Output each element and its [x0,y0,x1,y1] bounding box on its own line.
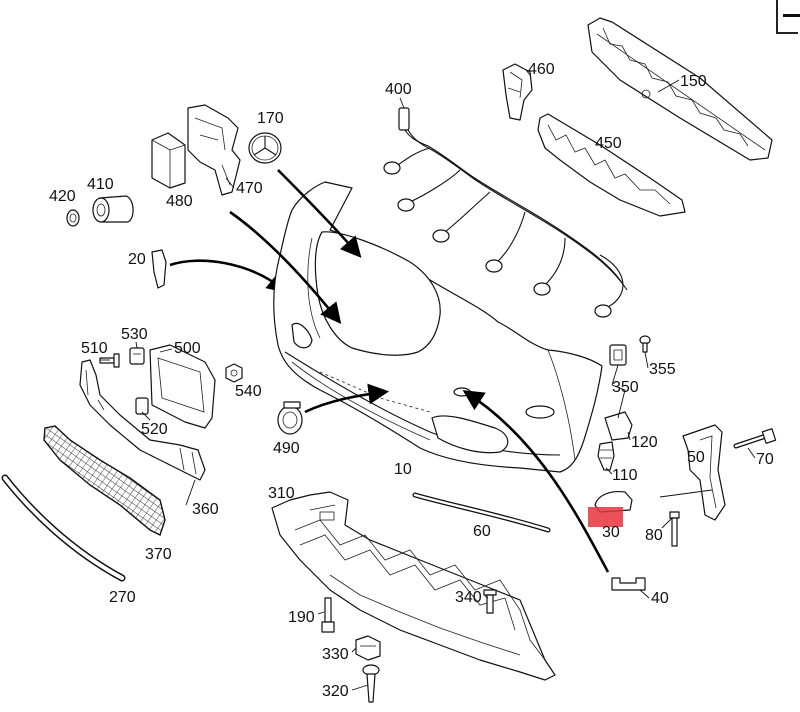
part-80-screw [669,511,680,547]
callout-355[interactable]: 355 [649,361,676,378]
part-40-clip [611,577,646,591]
callout-420[interactable]: 420 [49,188,76,205]
callout-350[interactable]: 350 [612,379,639,396]
callout-510[interactable]: 510 [81,340,108,357]
part-110-clip [597,441,615,471]
callout-400[interactable]: 400 [385,81,412,98]
callout-410[interactable]: 410 [87,176,114,193]
part-320-screw [362,664,380,703]
callout-310[interactable]: 310 [268,485,295,502]
part-540-nut [225,363,243,383]
callout-80[interactable]: 80 [645,527,663,544]
arrow-170-to-bumper [277,169,362,258]
callouts: 150 460 400 170 450 470 410 420 480 20 5… [49,61,774,700]
part-120-bracket [604,411,633,441]
callout-60[interactable]: 60 [473,523,491,540]
callout-340[interactable]: 340 [455,589,482,606]
callout-460[interactable]: 460 [528,61,555,78]
callout-330[interactable]: 330 [322,646,349,663]
part-355-screw [639,335,651,353]
callout-10[interactable]: 10 [394,461,412,478]
callout-370[interactable]: 370 [145,546,172,563]
part-360-grille-frame [79,359,206,481]
part-30-cover-cap [594,490,633,513]
callout-500[interactable]: 500 [174,340,201,357]
highlight-part-30 [588,507,623,527]
part-520-clip [135,397,149,415]
callout-110[interactable]: 110 [612,467,638,484]
callout-540[interactable]: 540 [235,383,262,400]
minus-icon [783,14,800,17]
part-20-bracket [151,249,289,294]
callout-50[interactable]: 50 [687,449,705,466]
zoom-out-button[interactable] [776,0,800,34]
part-330-clip [355,635,381,661]
part-150-upper-bar [587,17,773,161]
callout-480[interactable]: 480 [166,193,193,210]
callout-470[interactable]: 470 [236,180,263,197]
part-370-mesh-grille [43,425,166,536]
part-410-sensor [92,195,134,223]
arrow-470-to-bumper [229,210,342,325]
part-420-ring [66,209,80,227]
callout-450[interactable]: 450 [595,135,622,152]
callout-150[interactable]: 150 [680,73,707,90]
callout-120[interactable]: 120 [631,434,658,451]
callout-490[interactable]: 490 [273,440,300,457]
part-270-trim-strip [1,474,126,582]
callout-40[interactable]: 40 [651,590,669,607]
callout-190[interactable]: 190 [288,609,315,626]
part-400-wiring-harness [383,107,628,318]
callout-30[interactable]: 30 [602,524,620,541]
callout-320[interactable]: 320 [322,683,349,700]
part-500-plate-bracket [149,344,216,429]
part-310-undertray [271,491,556,681]
part-50-side-bracket [682,424,726,521]
callout-70[interactable]: 70 [756,451,774,468]
callout-270[interactable]: 270 [109,589,136,606]
arrow-490-to-bumper [304,383,390,414]
part-350-clip [609,344,627,366]
part-170-star-emblem [248,132,282,164]
part-60-trim-strip [412,492,551,533]
part-510-screw [99,353,120,368]
arrow-40-to-bumper [462,390,610,573]
part-70-bolt [733,428,777,449]
leader-lines [100,69,756,691]
callout-530[interactable]: 530 [121,326,148,343]
callout-520[interactable]: 520 [141,421,168,438]
part-470-bracket [187,104,241,196]
part-460-bracket [502,63,533,121]
callout-170[interactable]: 170 [257,110,284,127]
part-450-lower-bar [537,113,686,217]
part-480-control-module [151,132,186,189]
callout-360[interactable]: 360 [192,501,219,518]
part-340-bolt [483,589,497,614]
part-490-sensor [277,401,303,435]
part-190-bolt [321,597,335,633]
part-530-clip [129,347,145,365]
callout-20[interactable]: 20 [128,251,146,268]
